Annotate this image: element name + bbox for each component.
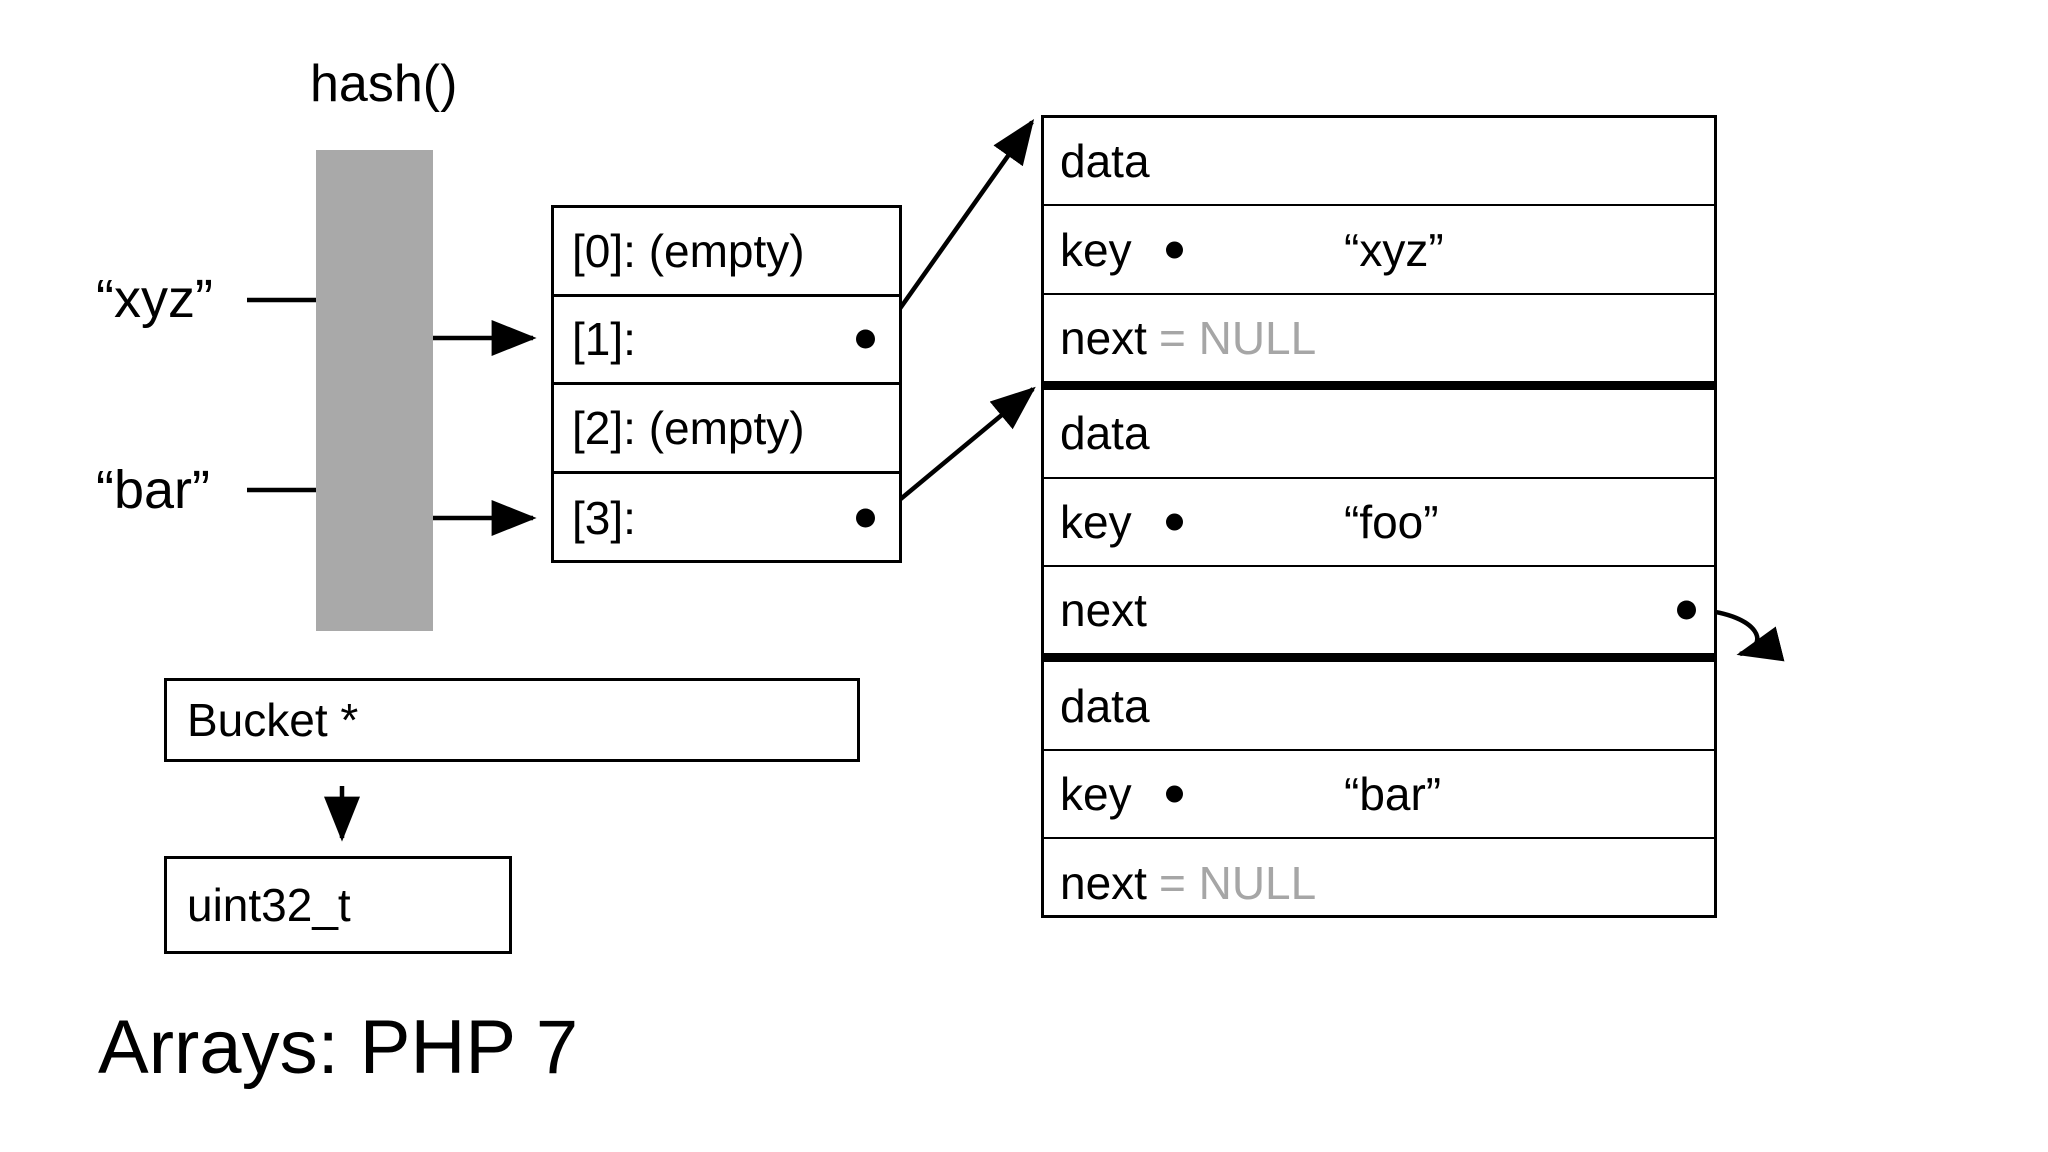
bucket-slot-1: [1]: xyxy=(554,297,899,385)
node-1-next-value: = NULL xyxy=(1158,311,1317,364)
input-key-bar: “bar” xyxy=(96,460,211,520)
node-3-next-label: next xyxy=(1060,857,1147,910)
hash-function-label: hash() xyxy=(310,55,458,113)
node-3-key-row: key “bar” xyxy=(1044,751,1714,840)
node-2-key-row: key “foo” xyxy=(1044,479,1714,567)
type-box-uint32: uint32_t xyxy=(164,856,512,954)
bucket-node-3: data key “bar” next = NULL xyxy=(1044,655,1714,927)
node-2-next-row: next xyxy=(1044,567,1714,656)
bucket-slot-3-label: [3]: xyxy=(572,491,636,544)
pointer-dot-icon xyxy=(1166,785,1183,803)
node-1-data-row: data xyxy=(1044,118,1714,207)
pointer-dot-icon xyxy=(1677,600,1696,620)
type-box-bucket-pointer-label: Bucket * xyxy=(187,694,359,746)
node-2-key-value: “foo” xyxy=(1344,495,1439,548)
node-3-next-value: = NULL xyxy=(1158,857,1317,910)
type-box-uint32-label: uint32_t xyxy=(187,879,351,931)
bucket-node-1: data key “xyz” next = NULL xyxy=(1044,118,1714,384)
input-key-xyz: “xyz” xyxy=(96,269,213,329)
node-2-data-row: data xyxy=(1044,390,1714,479)
node-1-data-label: data xyxy=(1060,135,1150,188)
bucket-slot-1-label: [1]: xyxy=(572,313,636,366)
node-3-data-label: data xyxy=(1060,679,1150,732)
node-3-next-row: next = NULL xyxy=(1044,839,1714,927)
pointer-dot-icon xyxy=(856,508,875,528)
node-1-key-label: key xyxy=(1060,223,1132,276)
bucket-slot-0: [0]: (empty) xyxy=(554,208,899,297)
bucket-slot-0-label: [0]: (empty) xyxy=(572,224,805,277)
bucket-node-2: data key “foo” next xyxy=(1044,383,1714,656)
bucket-slot-2-label: [2]: (empty) xyxy=(572,401,805,454)
node-3-key-label: key xyxy=(1060,767,1132,820)
pointer-dot-icon xyxy=(856,329,875,349)
node-1-next-row: next = NULL xyxy=(1044,295,1714,384)
bucket-node-list: data key “xyz” next = NULL data key “foo… xyxy=(1041,115,1717,918)
node-1-key-value: “xyz” xyxy=(1344,223,1444,276)
node-2-key-label: key xyxy=(1060,495,1132,548)
node-3-key-value: “bar” xyxy=(1344,767,1442,820)
pointer-dot-icon xyxy=(1166,241,1183,259)
hash-function-bar xyxy=(316,150,433,631)
bucket-slot-3: [3]: xyxy=(554,474,899,563)
node-2-next-label: next xyxy=(1060,584,1147,637)
node-1-next-label: next xyxy=(1060,311,1147,364)
bucket-array-table: [0]: (empty) [1]: [2]: (empty) [3]: xyxy=(551,205,902,563)
arrow-slot3-to-node2 xyxy=(877,386,1036,519)
node-3-data-row: data xyxy=(1044,662,1714,751)
node-1-key-row: key “xyz” xyxy=(1044,206,1714,295)
bucket-slot-2: [2]: (empty) xyxy=(554,385,899,474)
pointer-dot-icon xyxy=(1166,513,1183,531)
slide-title: Arrays: PHP 7 xyxy=(98,1005,579,1090)
type-box-bucket-pointer: Bucket * xyxy=(164,678,860,762)
node-2-data-label: data xyxy=(1060,407,1150,460)
